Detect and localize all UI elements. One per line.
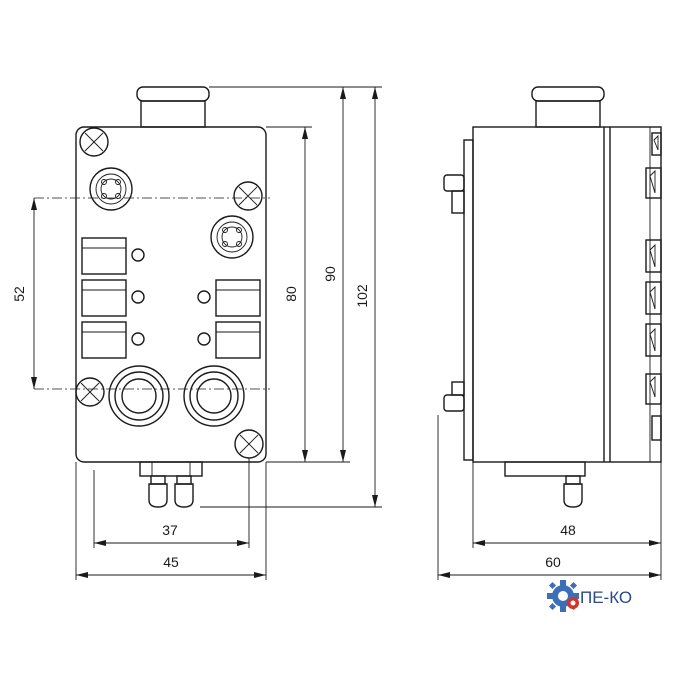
side-clip-bottom (443, 381, 465, 412)
dim-label-37: 37 (162, 522, 178, 538)
cable-gland-left (108, 365, 170, 427)
dim-label-48: 48 (560, 522, 576, 538)
side-view (443, 86, 662, 508)
side-top-cap (531, 86, 605, 102)
front-view (34, 86, 270, 508)
dim-label-80: 80 (283, 286, 299, 302)
side-slots (645, 132, 662, 441)
side-top-body (535, 100, 601, 128)
screw-top-left (79, 127, 109, 157)
dim-label-102: 102 (354, 284, 370, 308)
front-dimensions: 80 90 102 52 37 45 (11, 86, 382, 580)
led-indicators-left (131, 248, 145, 346)
gear-icon (547, 580, 579, 612)
side-clip-top (443, 174, 465, 214)
dim-label-90: 90 (322, 266, 338, 282)
side-dimensions: 48 60 (437, 415, 662, 580)
front-body (75, 126, 267, 463)
top-connector-body (140, 100, 206, 128)
label-windows-left (81, 237, 127, 359)
top-connector-cap (136, 86, 210, 102)
logo-text: ПЕ-КО (580, 588, 632, 607)
dim-label-60: 60 (545, 554, 561, 570)
side-bottom-pin (504, 461, 586, 508)
logo: ПЕ-КО (547, 580, 632, 612)
screw-left-lower (75, 377, 105, 407)
label-windows-right (215, 279, 261, 359)
m12-socket-right (210, 215, 254, 259)
side-body (472, 126, 662, 463)
screw-right-upper (233, 181, 263, 211)
side-rail (463, 139, 474, 461)
m12-socket-left (89, 167, 133, 211)
cable-gland-right (183, 365, 245, 427)
bottom-connector-pins (139, 461, 203, 508)
dim-label-52: 52 (11, 286, 27, 302)
screw-bottom-right (234, 429, 264, 459)
led-indicators-right (197, 290, 211, 346)
dim-label-45: 45 (163, 554, 179, 570)
